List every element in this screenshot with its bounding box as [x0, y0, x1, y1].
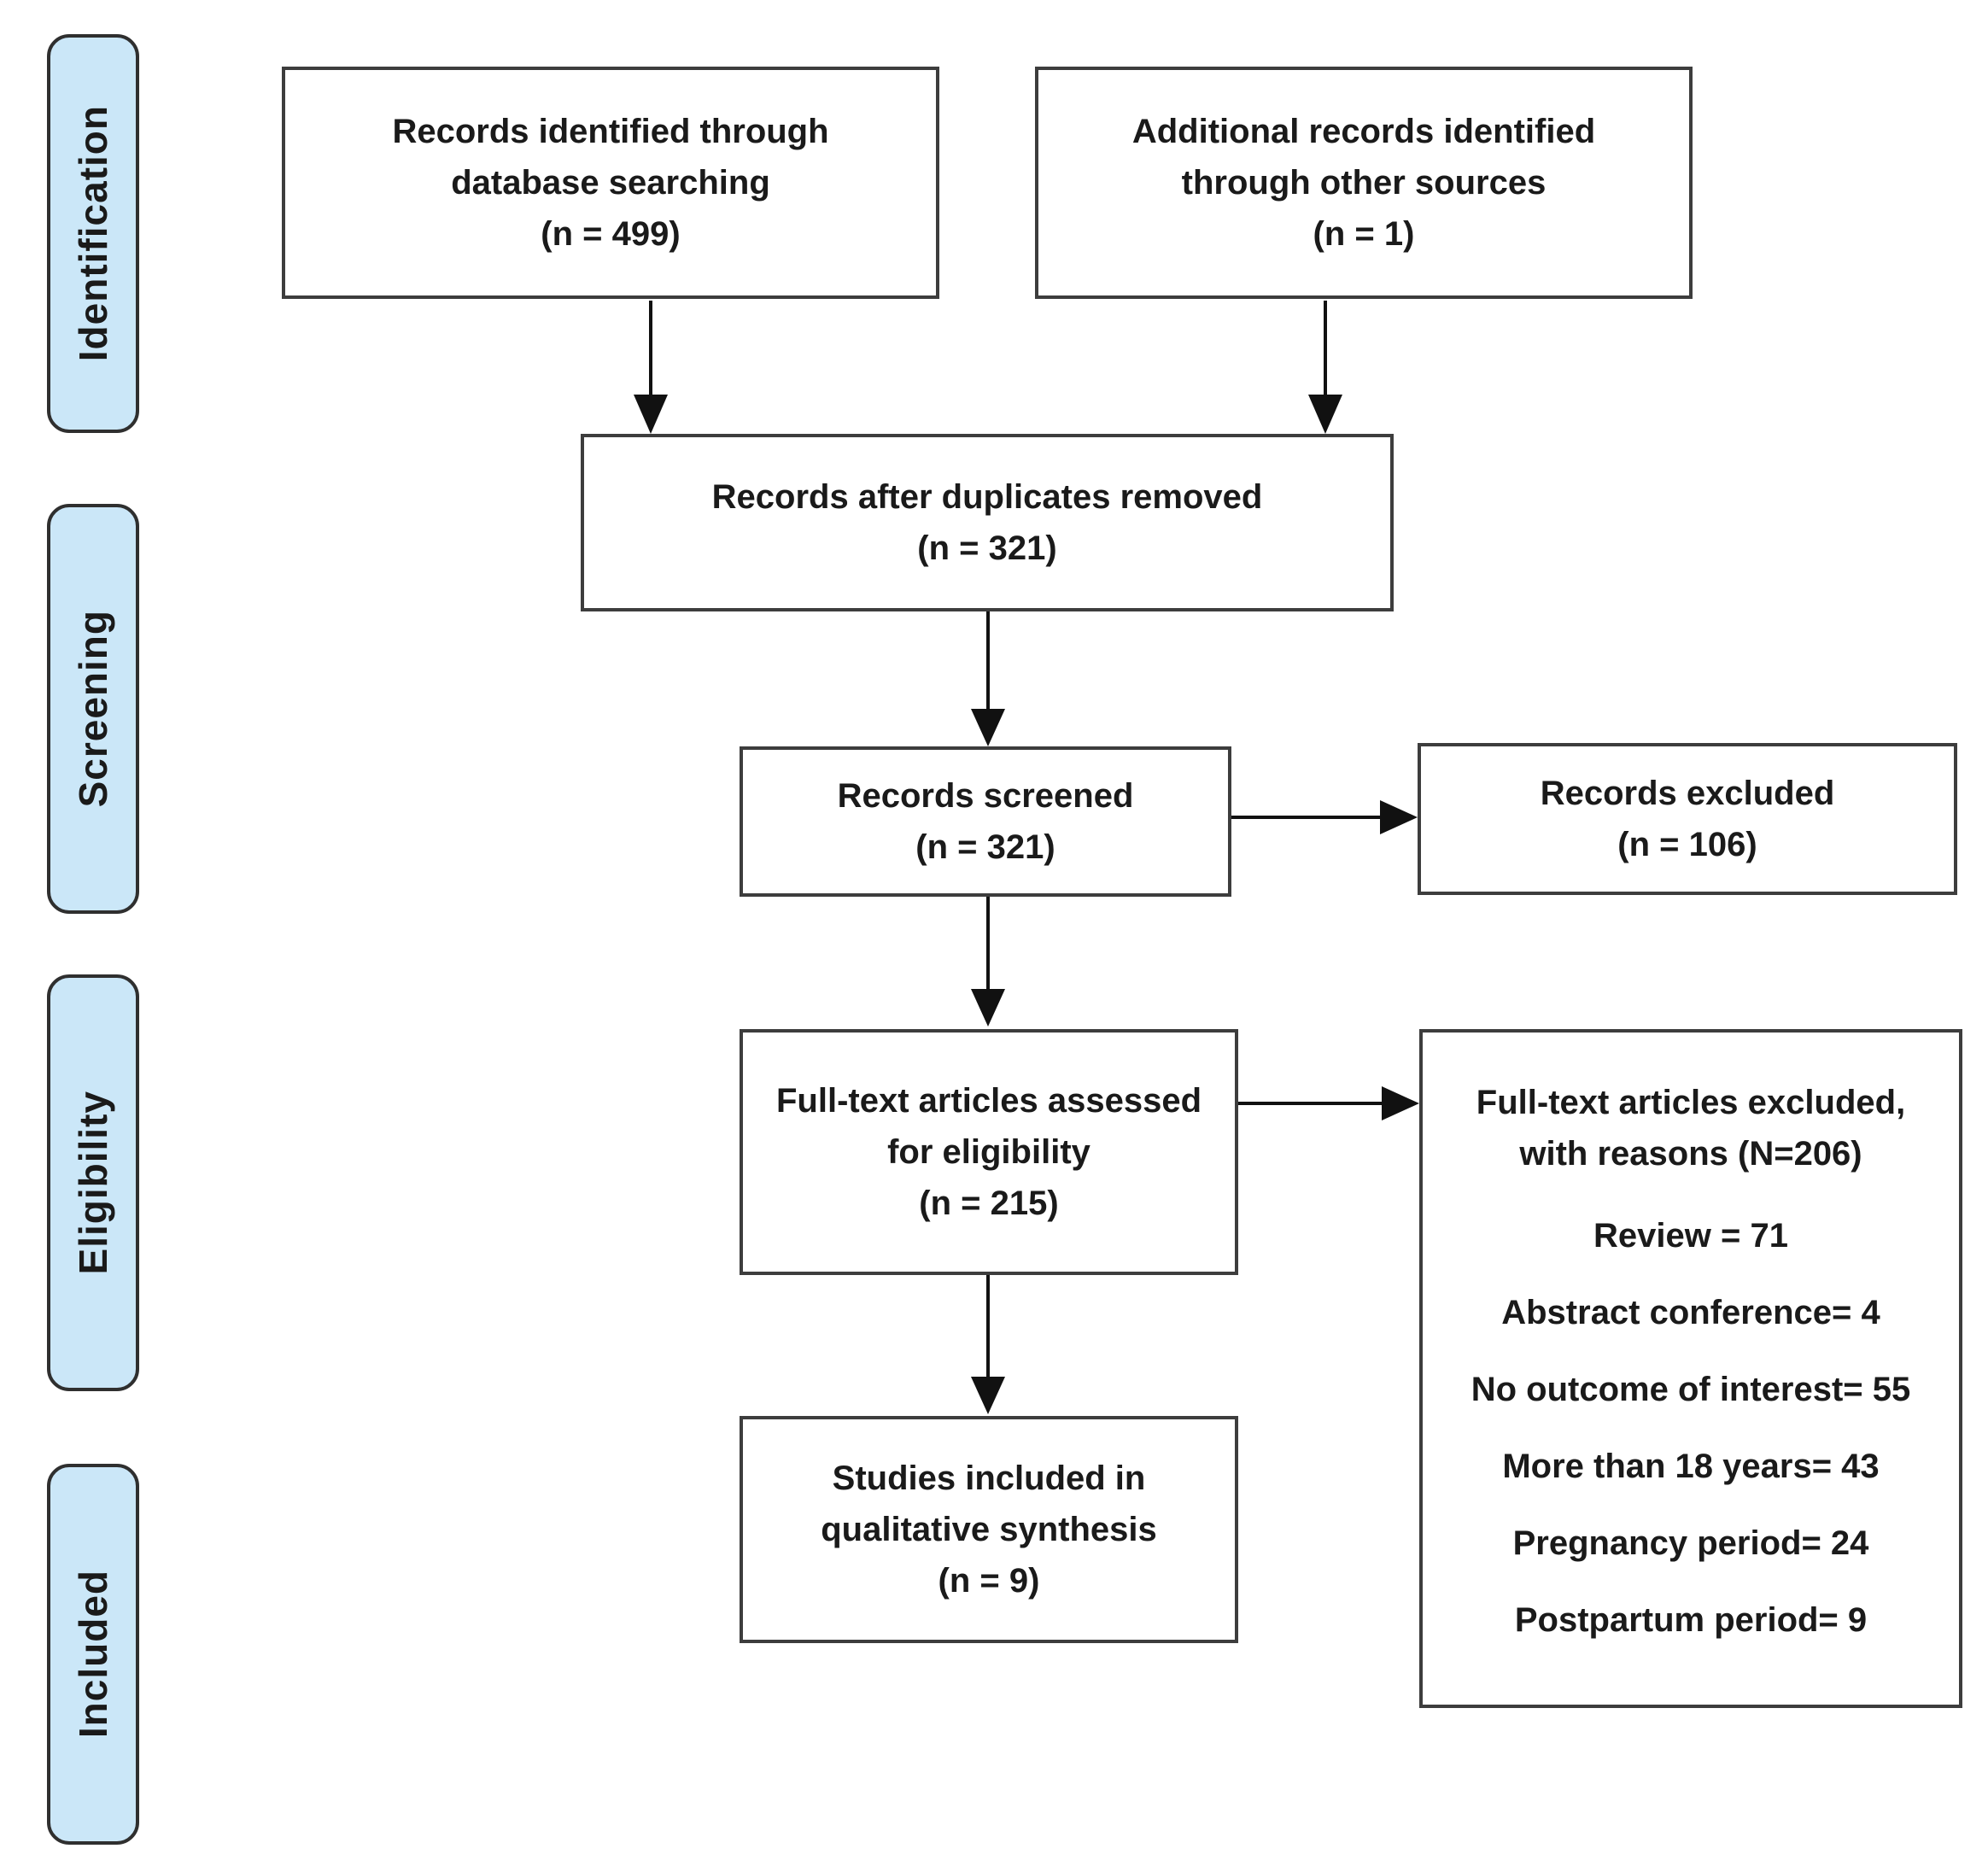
exclusion-reason: No outcome of interest= 55 — [1471, 1371, 1911, 1408]
box-text-line: through other sources — [1181, 164, 1547, 202]
arrow-other-sources-to-duplicates — [1308, 301, 1342, 434]
box-fulltext-assessed: Full-text articles assessed for eligibil… — [740, 1029, 1238, 1275]
arrow-database-to-duplicates — [634, 301, 668, 434]
box-records-excluded: Records excluded (n = 106) — [1418, 743, 1957, 895]
exclusion-reason: Pregnancy period= 24 — [1512, 1524, 1869, 1562]
exclusion-reason: Postpartum period= 9 — [1514, 1601, 1868, 1639]
box-text-line: Full-text articles excluded, — [1476, 1084, 1906, 1121]
stage-screening-label: Screening — [71, 610, 115, 808]
box-text-line: Records screened — [837, 777, 1134, 815]
box-text-line: Full-text articles assessed — [775, 1082, 1202, 1120]
box-text-line: Studies included in — [832, 1460, 1146, 1497]
box-count: (n = 321) — [917, 529, 1057, 567]
box-text-line: Records after duplicates removed — [711, 478, 1263, 516]
arrow-screened-to-fulltext — [971, 895, 1005, 1027]
box-text-line: database searching — [451, 164, 770, 202]
arrow-fulltext-to-included — [971, 1272, 1005, 1414]
stage-eligibility: Eligibility — [47, 974, 139, 1391]
arrow-duplicates-to-screened — [971, 611, 1005, 746]
box-text-line: with reasons (N=206) — [1519, 1135, 1862, 1173]
box-count: (n = 106) — [1617, 826, 1757, 863]
stage-included-label: Included — [71, 1570, 115, 1739]
box-text-line: Records excluded — [1540, 775, 1835, 812]
exclusion-reason: Review = 71 — [1593, 1217, 1788, 1255]
box-text-line: qualitative synthesis — [821, 1511, 1157, 1548]
exclusion-reason: More than 18 years= 43 — [1502, 1448, 1880, 1485]
stage-screening: Screening — [47, 504, 139, 914]
arrow-screened-to-excluded — [1231, 800, 1418, 834]
box-count: (n = 321) — [915, 828, 1055, 866]
arrow-fulltext-to-excluded-reasons — [1238, 1086, 1419, 1120]
box-records-screened: Records screened (n = 321) — [740, 746, 1231, 897]
box-records-identified-database: Records identified through database sear… — [282, 67, 939, 299]
box-count: (n = 1) — [1313, 215, 1415, 253]
box-studies-included: Studies included in qualitative synthesi… — [740, 1416, 1238, 1643]
box-additional-records: Additional records identified through ot… — [1035, 67, 1693, 299]
box-text-line: for eligibility — [887, 1133, 1090, 1171]
box-fulltext-excluded-reasons: Full-text articles excluded, with reason… — [1419, 1029, 1962, 1708]
stage-identification-label: Identification — [71, 105, 115, 362]
box-count: (n = 499) — [541, 215, 681, 253]
box-count: (n = 215) — [919, 1185, 1059, 1222]
stage-eligibility-label: Eligibility — [71, 1091, 115, 1275]
box-text-line: Additional records identified — [1131, 113, 1596, 150]
exclusion-reason: Abstract conference= 4 — [1501, 1294, 1880, 1331]
stage-identification: Identification — [47, 34, 139, 433]
box-count: (n = 9) — [938, 1562, 1040, 1600]
box-text-line: Records identified through — [392, 113, 829, 150]
stage-included: Included — [47, 1464, 139, 1845]
box-after-duplicates: Records after duplicates removed (n = 32… — [581, 434, 1394, 611]
